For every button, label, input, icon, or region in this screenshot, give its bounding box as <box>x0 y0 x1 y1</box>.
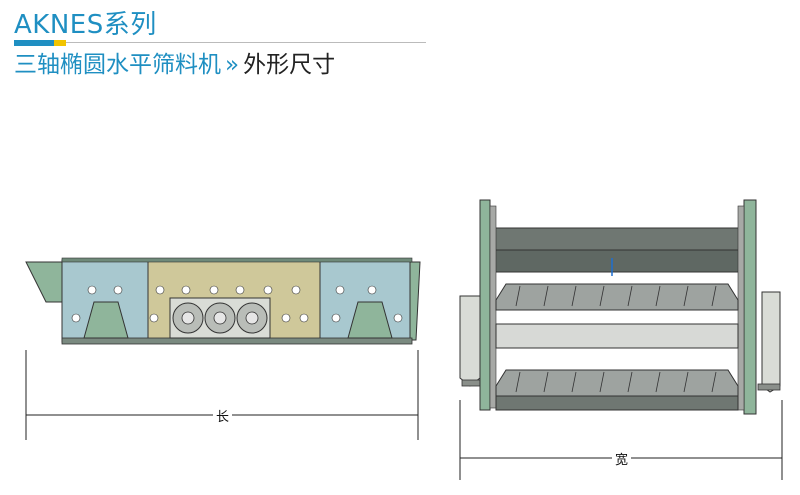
length-label: 长 <box>213 406 233 425</box>
breadcrumb-separator: » <box>225 52 240 78</box>
bolt-holes <box>71 285 403 323</box>
page-subtitle: 三轴椭圆水平筛料机»外形尺寸 <box>14 50 335 80</box>
section-name: 外形尺寸 <box>243 52 336 78</box>
feed-chute <box>25 261 63 303</box>
discharge-end <box>409 261 421 341</box>
length-dimension-line <box>25 350 419 440</box>
width-dimension-line <box>459 400 783 480</box>
front-view-drawing <box>459 199 781 415</box>
support-leg-right <box>347 301 393 339</box>
width-label: 宽 <box>612 449 632 468</box>
base-rail <box>61 337 413 345</box>
product-name: 三轴椭圆水平筛料机 <box>14 52 221 78</box>
exciter-wheels <box>172 302 268 334</box>
title-rule-blue <box>14 40 54 46</box>
support-leg-left <box>83 301 129 339</box>
series-title: AKNES系列 <box>14 10 157 40</box>
title-rule-line <box>66 42 426 43</box>
title-rule-yellow <box>54 40 66 46</box>
top-rail <box>61 257 413 263</box>
